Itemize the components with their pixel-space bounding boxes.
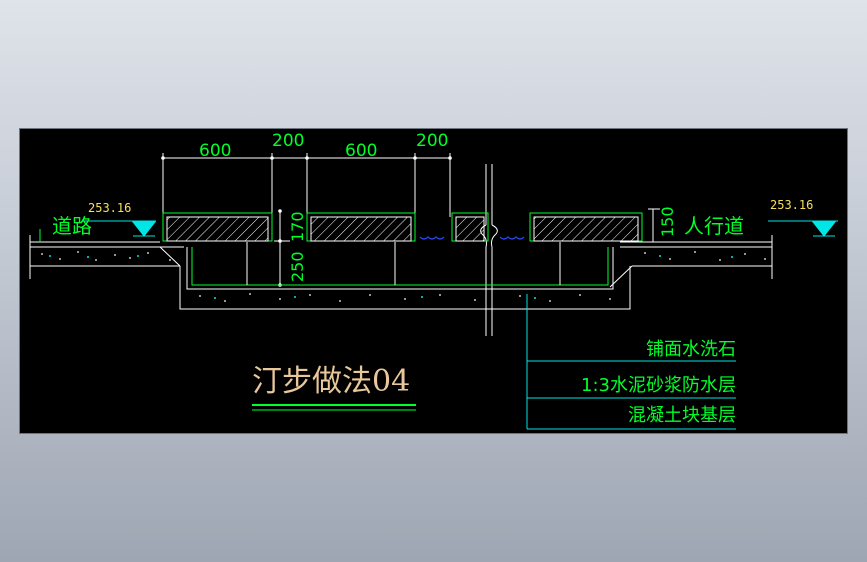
elevation-marker-left	[84, 220, 157, 237]
dim-200-a: 200	[272, 131, 304, 151]
layer-leaders	[526, 294, 736, 430]
section-drawing: 600 200 600 200 170 250 150	[29, 131, 838, 430]
stone-3	[455, 216, 485, 242]
layer-label-2: 1:3水泥砂浆防水层	[581, 375, 736, 396]
drawing-title: 汀步做法04	[252, 364, 410, 399]
elevation-right: 253.16	[770, 198, 813, 212]
elevation-left: 253.16	[88, 201, 131, 215]
sidewalk-label: 人行道	[684, 214, 744, 238]
dim-200-b: 200	[416, 131, 448, 151]
break-line	[480, 164, 498, 336]
foundation	[179, 247, 631, 310]
vertical-dimension-left	[274, 211, 290, 285]
concrete-speckles	[41, 251, 766, 302]
dim-170: 170	[288, 211, 307, 242]
water-surface	[419, 236, 525, 240]
stone-4	[533, 216, 639, 242]
dimension-ticks	[161, 156, 452, 160]
ground-right	[29, 235, 773, 288]
foundation-inner-lines	[191, 247, 609, 286]
concrete-speckles-cyan	[49, 255, 733, 299]
dim-tick	[278, 239, 282, 243]
dim-250: 250	[288, 251, 307, 282]
dim-600-a: 600	[199, 141, 231, 161]
elevation-marker-right	[768, 220, 838, 237]
cad-drawing-canvas: 600 200 600 200 170 250 150	[20, 129, 847, 433]
stone-1	[166, 216, 269, 242]
top-dimension-chain	[162, 153, 451, 217]
road-label: 道路	[52, 214, 92, 238]
foundation-posts	[246, 242, 561, 285]
ground-left	[30, 241, 184, 267]
stepping-stones	[162, 212, 643, 242]
stone-2	[310, 216, 412, 242]
dim-150: 150	[658, 206, 677, 237]
layer-label-3: 混凝土块基层	[628, 405, 736, 426]
layer-label-1: 铺面水洗石	[646, 339, 736, 360]
dim-600-b: 600	[345, 141, 377, 161]
dim-tick	[278, 209, 282, 213]
